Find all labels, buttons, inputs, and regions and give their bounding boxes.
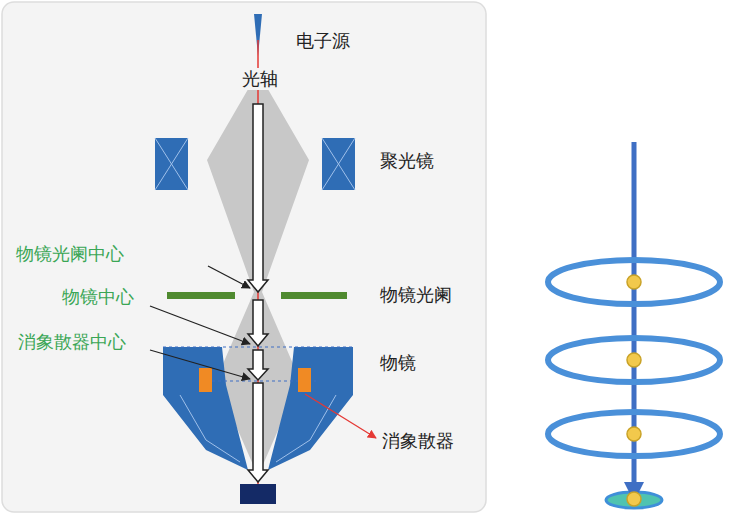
specimen <box>240 484 276 504</box>
leader-arrow <box>208 266 250 288</box>
part-label: 电子源 <box>296 30 350 52</box>
centre-label: 物镜光阑中心 <box>16 243 124 265</box>
centre-label: 物镜中心 <box>62 286 134 308</box>
axis-label: 光轴 <box>240 68 280 90</box>
centre-alignment <box>548 142 720 508</box>
part-label: 物镜 <box>380 352 416 374</box>
leader-arrow <box>150 350 250 379</box>
part-label: 聚光镜 <box>380 150 434 172</box>
centre-label: 消象散器中心 <box>18 331 126 353</box>
leader-arrow <box>150 306 250 344</box>
beam-arrows <box>248 104 268 482</box>
leader-arrow <box>305 394 376 438</box>
panel <box>2 2 486 512</box>
part-label: 物镜光阑 <box>380 284 452 306</box>
part-label: 消象散器 <box>382 430 454 452</box>
objective-aperture <box>167 292 347 299</box>
